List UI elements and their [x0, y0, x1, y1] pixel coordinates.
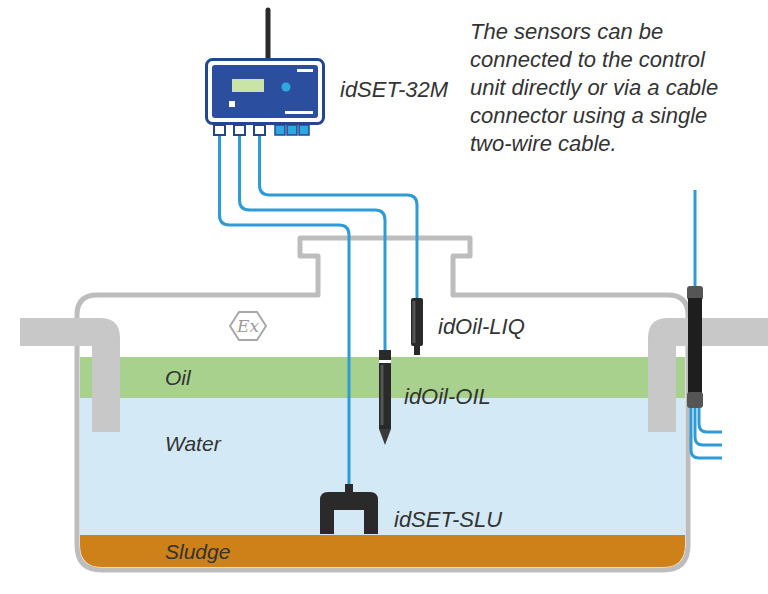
antenna [266, 10, 271, 60]
oil-sensor: idOil-OIL [376, 350, 394, 446]
node-label: Oil [165, 365, 191, 391]
connector-body [688, 298, 702, 394]
node-label: idOil-LIQ [438, 314, 525, 340]
liquid-layers [78, 357, 688, 571]
control-unit-shape [205, 58, 325, 136]
cable [694, 190, 697, 288]
note-text: The sensors can be connected to the cont… [470, 18, 740, 158]
oil-sensor-shape [376, 350, 394, 446]
ex-mark: Ex [230, 314, 266, 338]
level-sensor: idOil-LIQ [408, 298, 426, 356]
sensor-cable [240, 136, 386, 350]
node-label: idSET-32M [340, 77, 448, 103]
sensor-cable [260, 136, 418, 298]
sludge-sensor: idSET-SLU [318, 484, 380, 536]
connector-cap [687, 286, 703, 300]
node-label: idOil-OIL [404, 384, 491, 410]
inlet-pipe [20, 318, 120, 432]
cable [699, 408, 722, 432]
connector-cap [687, 392, 703, 408]
sludge-layer: Sludge [79, 535, 686, 568]
sludge-sensor-shape [318, 484, 380, 536]
sludge-fill [78, 535, 688, 571]
oil-layer: Oil [79, 357, 686, 398]
cable [695, 408, 722, 445]
ex-hexagon [230, 312, 266, 340]
node-label: idSET-SLU [394, 507, 502, 533]
tank-outline [77, 238, 688, 570]
control-unit: idSET-32M [205, 58, 325, 136]
cable [691, 408, 722, 458]
node-label: Water [165, 431, 221, 457]
water-layer: Water [79, 398, 686, 535]
outlet-pipe [648, 318, 768, 432]
level-sensor-shape [408, 298, 426, 356]
node-label: Sludge [165, 539, 230, 565]
